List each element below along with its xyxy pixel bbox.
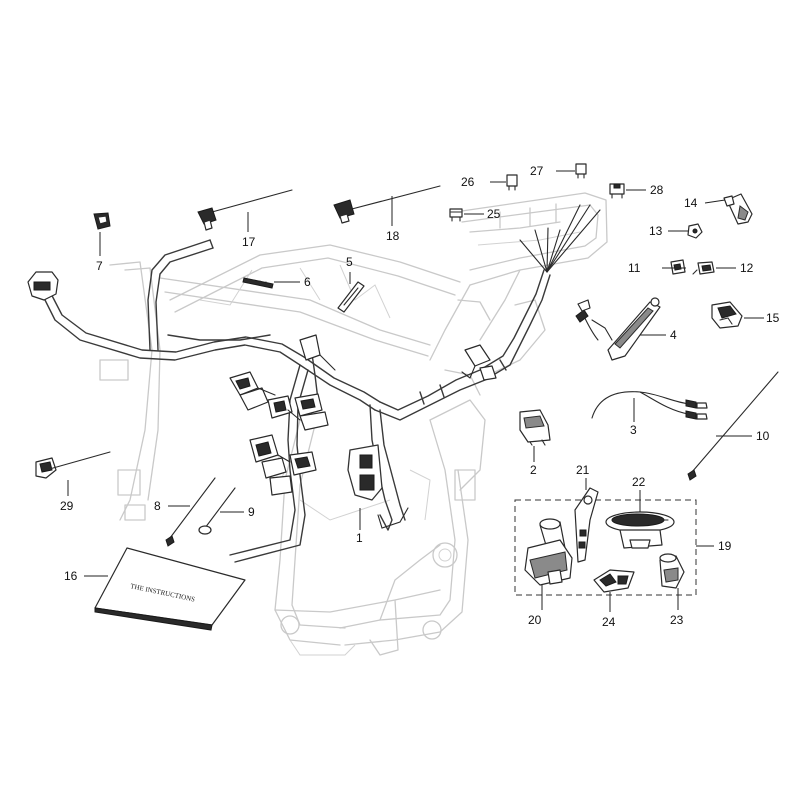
part-15-connector	[711, 301, 743, 329]
part-18-tie-mount	[333, 185, 441, 224]
part-7-clip	[93, 212, 111, 230]
part-23-seat-lock	[659, 553, 685, 589]
part-28-fuse	[609, 183, 625, 199]
part-20-ignition-lock	[524, 518, 573, 586]
part-4-sensor-lead	[575, 297, 661, 361]
callout-24: 24	[602, 615, 616, 629]
callout-4: 4	[670, 328, 677, 342]
part-19-lock-set-group	[514, 499, 697, 596]
lock-set-dashed-border	[514, 499, 697, 596]
part-27-fuse	[575, 163, 587, 179]
callout-29: 29	[60, 499, 74, 513]
callout-15: 15	[766, 311, 780, 325]
part-13-nut	[687, 223, 703, 239]
part-8-cable-tie	[165, 477, 216, 547]
callout-18: 18	[386, 229, 400, 243]
main-wiring-harness	[27, 204, 601, 563]
part-12-clip	[692, 261, 715, 275]
part-9-grommet-tie	[198, 487, 236, 535]
callout-8: 8	[154, 499, 161, 513]
leader-lines	[67, 170, 764, 612]
part-6-band	[242, 277, 274, 289]
callout-14: 14	[684, 196, 698, 210]
callout-21: 21	[576, 463, 590, 477]
callout-17: 17	[242, 235, 256, 249]
part-14-plug	[723, 193, 753, 225]
callout-11: 11	[628, 261, 641, 275]
part-5-plate	[337, 281, 365, 313]
callout-7: 7	[96, 259, 103, 273]
callout-1: 1	[356, 531, 363, 545]
part-29-relay-clip	[35, 451, 111, 479]
part-24-lock-bracket	[593, 569, 635, 593]
part-1-harness-end	[377, 507, 409, 529]
part-22-fuel-cap	[605, 511, 675, 549]
part-16-instruction-booklet: THE INSTRUCTIONS	[94, 547, 246, 631]
callout-28: 28	[650, 183, 664, 197]
part-11-connector	[670, 259, 686, 275]
callout-19: 19	[718, 539, 732, 553]
callout-9: 9	[248, 505, 255, 519]
callout-27: 27	[530, 164, 544, 178]
part-10-long-cable-tie	[687, 371, 779, 481]
part-26-fuse	[506, 174, 518, 191]
callout-3: 3	[630, 423, 637, 437]
callout-labels: 1 2 3 4 5 6 7 8 9 10 11 12 13 14 15 16 1…	[60, 164, 780, 629]
callout-10: 10	[756, 429, 770, 443]
part-25-fuse	[449, 208, 463, 222]
callout-12: 12	[740, 261, 754, 275]
callout-6: 6	[304, 275, 311, 289]
part-3-sensor-cable	[591, 391, 708, 420]
callout-22: 22	[632, 475, 646, 489]
part-17-tie-mount	[197, 189, 293, 231]
callout-20: 20	[528, 613, 542, 627]
part-2-bracket	[519, 409, 551, 446]
callout-25: 25	[487, 207, 501, 221]
callout-26: 26	[461, 175, 475, 189]
callout-2: 2	[530, 463, 537, 477]
callout-16: 16	[64, 569, 78, 583]
callout-23: 23	[670, 613, 684, 627]
callout-5: 5	[346, 255, 353, 269]
callout-13: 13	[649, 224, 663, 238]
part-21-key	[574, 487, 599, 563]
